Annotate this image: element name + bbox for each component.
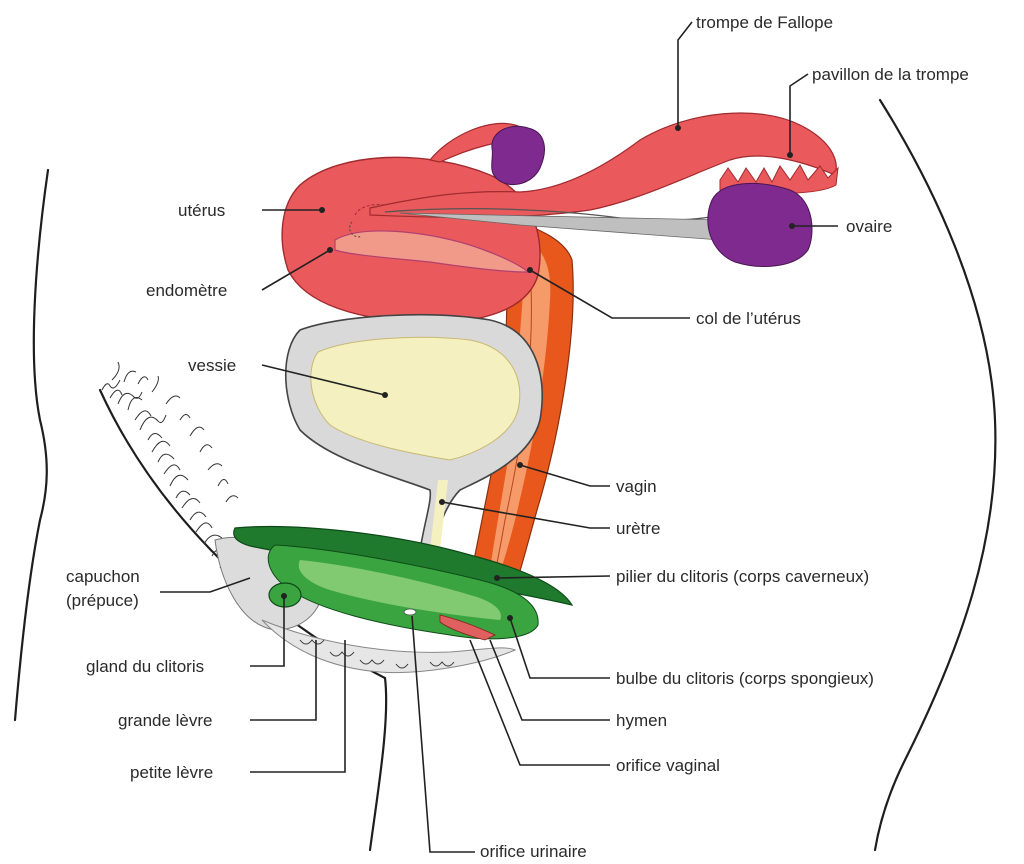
label-prepuce: (prépuce) bbox=[66, 591, 139, 610]
urinary-orifice-shape bbox=[404, 609, 416, 615]
right-ovary bbox=[708, 183, 812, 266]
back-outline bbox=[15, 170, 48, 720]
label-endometre: endomètre bbox=[146, 281, 227, 300]
label-trompe-fallope: trompe de Fallope bbox=[696, 13, 833, 32]
left-ovary bbox=[492, 126, 545, 184]
label-col: col de l’utérus bbox=[696, 309, 801, 328]
label-uterus: utérus bbox=[178, 201, 225, 220]
label-hymen: hymen bbox=[616, 711, 667, 730]
label-orifice-vaginal: orifice vaginal bbox=[616, 756, 720, 775]
label-vessie: vessie bbox=[188, 356, 236, 375]
label-grande-levre: grande lèvre bbox=[118, 711, 213, 730]
label-pavillon: pavillon de la trompe bbox=[812, 65, 969, 84]
label-bulbe: bulbe du clitoris (corps spongieux) bbox=[616, 669, 874, 688]
label-gland: gland du clitoris bbox=[86, 657, 204, 676]
label-capuchon: capuchon bbox=[66, 567, 140, 586]
label-pilier: pilier du clitoris (corps caverneux) bbox=[616, 567, 869, 586]
front-belly-outline bbox=[875, 100, 995, 850]
label-orifice-urinaire: orifice urinaire bbox=[480, 842, 587, 859]
label-petite-levre: petite lèvre bbox=[130, 763, 213, 782]
label-uretre: urètre bbox=[616, 519, 660, 538]
label-ovaire: ovaire bbox=[846, 217, 892, 236]
label-vagin: vagin bbox=[616, 477, 657, 496]
